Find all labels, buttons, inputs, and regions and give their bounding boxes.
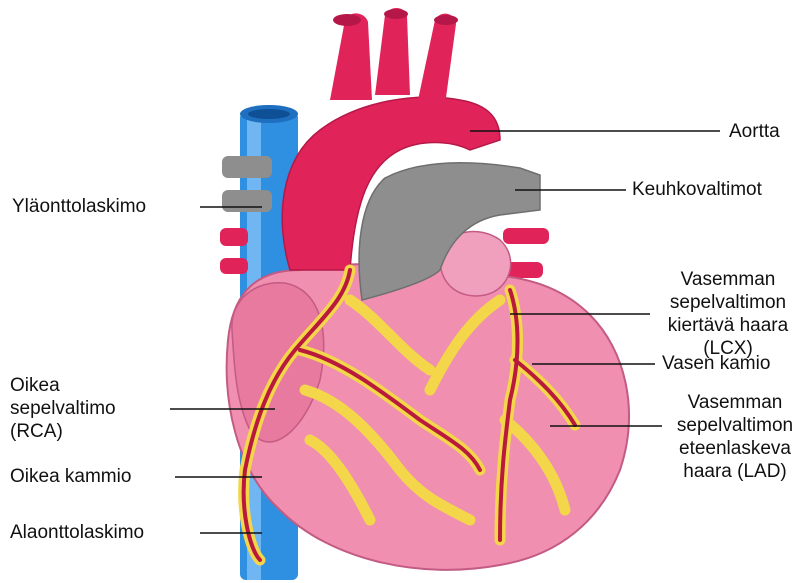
label-lcx: Vasemman sepelvaltimon kiertävä haara (L… — [655, 268, 801, 360]
label-oikea-kammio: Oikea kammio — [10, 465, 131, 488]
label-rca: Oikea sepelvaltimo (RCA) — [10, 374, 116, 443]
label-alaonttolaskimo: Alaonttolaskimo — [10, 521, 144, 544]
label-vasen-kamio: Vasen kamio — [662, 352, 770, 375]
label-keuhkovaltimot: Keuhkovaltimot — [632, 178, 762, 201]
label-aortta: Aortta — [729, 120, 780, 143]
label-lad: Vasemman sepelvaltimon eteenlaskeva haar… — [668, 391, 802, 483]
label-ylaonttolaskimo: Yläonttolaskimo — [12, 195, 146, 218]
